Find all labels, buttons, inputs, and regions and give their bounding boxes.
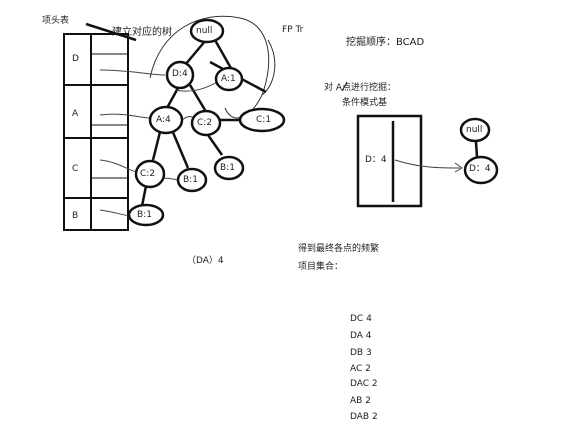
node-b1-right-label: B:1	[220, 163, 235, 173]
mining-target: 对 A点进行挖掘：	[324, 83, 397, 93]
itemset-item: DA 4	[350, 331, 372, 341]
build-tree-label: 建立对应的树	[112, 27, 172, 38]
itemset-item: DB 3	[350, 348, 372, 358]
node-c2-top-label: C:2	[197, 118, 213, 128]
itemset-item: DAC 2	[350, 379, 378, 389]
header-item-a: A	[72, 109, 79, 119]
cond-arrow	[394, 159, 461, 169]
header-table-title: 项头表	[42, 16, 70, 26]
itemset-title: 项目集合：	[298, 262, 344, 272]
cond-tree-root-label: null	[466, 125, 483, 135]
cond-tree-edge	[474, 141, 479, 158]
node-c1-label: C:1	[256, 115, 272, 125]
cond-base-title: 条件模式基	[342, 98, 388, 108]
node-a4-label: A:4	[156, 115, 171, 125]
cond-tree-root-node	[459, 117, 491, 143]
header-item-d: D	[72, 54, 79, 64]
freq-title: 得到最终各点的频繁	[298, 244, 380, 254]
mining-order: 挖掘顺序：BCAD	[346, 37, 425, 48]
conditional-base-box	[356, 114, 423, 208]
node-c2-left-label: C:2	[140, 169, 156, 179]
cond-tree-d-label: D：4	[469, 164, 491, 174]
tree-nodes	[127, 18, 286, 227]
itemset-item: DAB 2	[350, 412, 378, 422]
header-item-c: C	[72, 164, 79, 174]
node-a1-label: A:1	[221, 74, 236, 84]
node-b1-bottom-label: B:1	[137, 210, 152, 220]
da-result: （DA）4	[187, 256, 224, 266]
node-b1-mid-label: B:1	[183, 175, 198, 185]
itemset-item: AC 2	[350, 364, 371, 374]
node-link-arrows	[99, 69, 223, 217]
node-root-label: null	[196, 26, 213, 36]
node-d4-label: D:4	[172, 69, 188, 79]
fp-tree-label: FP Tr	[282, 25, 304, 35]
itemset-item: DC 4	[350, 314, 372, 324]
cond-box-label: D：4	[365, 155, 387, 165]
tree-edges	[140, 39, 240, 207]
cond-tree-d-node	[463, 155, 499, 185]
header-table-pointer	[85, 22, 137, 42]
header-table	[63, 33, 129, 231]
header-item-b: B	[72, 211, 79, 221]
itemset-item: AB 2	[350, 396, 371, 406]
